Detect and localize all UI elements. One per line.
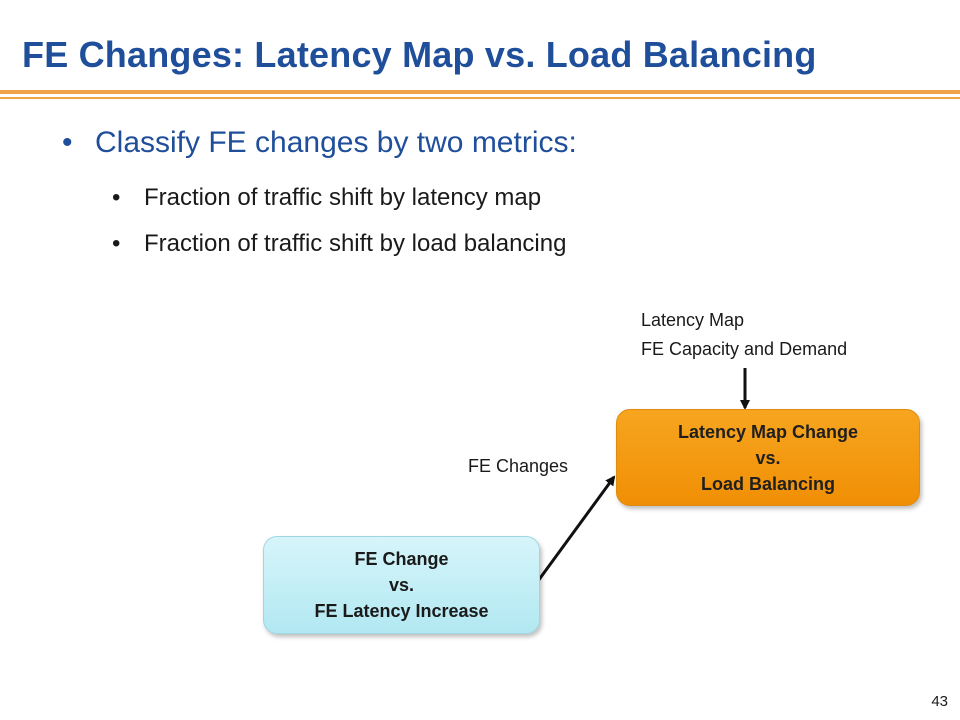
box-line: FE Change bbox=[354, 549, 449, 569]
bullet-dot: • bbox=[112, 184, 121, 211]
input-label-latency-map: Latency Map bbox=[641, 310, 745, 330]
box-line: vs. bbox=[755, 447, 781, 468]
bullet-text: Classify FE changes by two metrics: bbox=[95, 126, 577, 159]
bullet-dot: • bbox=[62, 126, 73, 159]
bullet-text: Fraction of traffic shift by latency map bbox=[144, 184, 542, 211]
slide-title: FE Changes: Latency Map vs. Load Balanci… bbox=[22, 34, 817, 75]
input-label-fe-capacity: FE Capacity and Demand bbox=[641, 339, 848, 359]
latency-map-vs-load-balancing-box: Latency Map Change vs. Load Balancing bbox=[616, 409, 920, 506]
fe-change-vs-latency-box: FE Change vs. FE Latency Increase bbox=[263, 536, 540, 634]
arrow-label-fe-changes: FE Changes bbox=[468, 456, 569, 476]
bullet-text: Fraction of traffic shift by load balanc… bbox=[144, 230, 567, 257]
title-underline-thin bbox=[0, 97, 960, 99]
box-line: Load Balancing bbox=[700, 473, 835, 494]
title-underline bbox=[0, 90, 960, 94]
bullet-dot: • bbox=[112, 230, 121, 257]
box-line: Latency Map Change bbox=[677, 421, 859, 442]
page-number: 43 bbox=[931, 693, 948, 710]
box-line: vs. bbox=[388, 575, 415, 595]
arrow-fe-to-lm bbox=[536, 475, 616, 582]
box-line: FE Latency Increase bbox=[314, 601, 489, 621]
